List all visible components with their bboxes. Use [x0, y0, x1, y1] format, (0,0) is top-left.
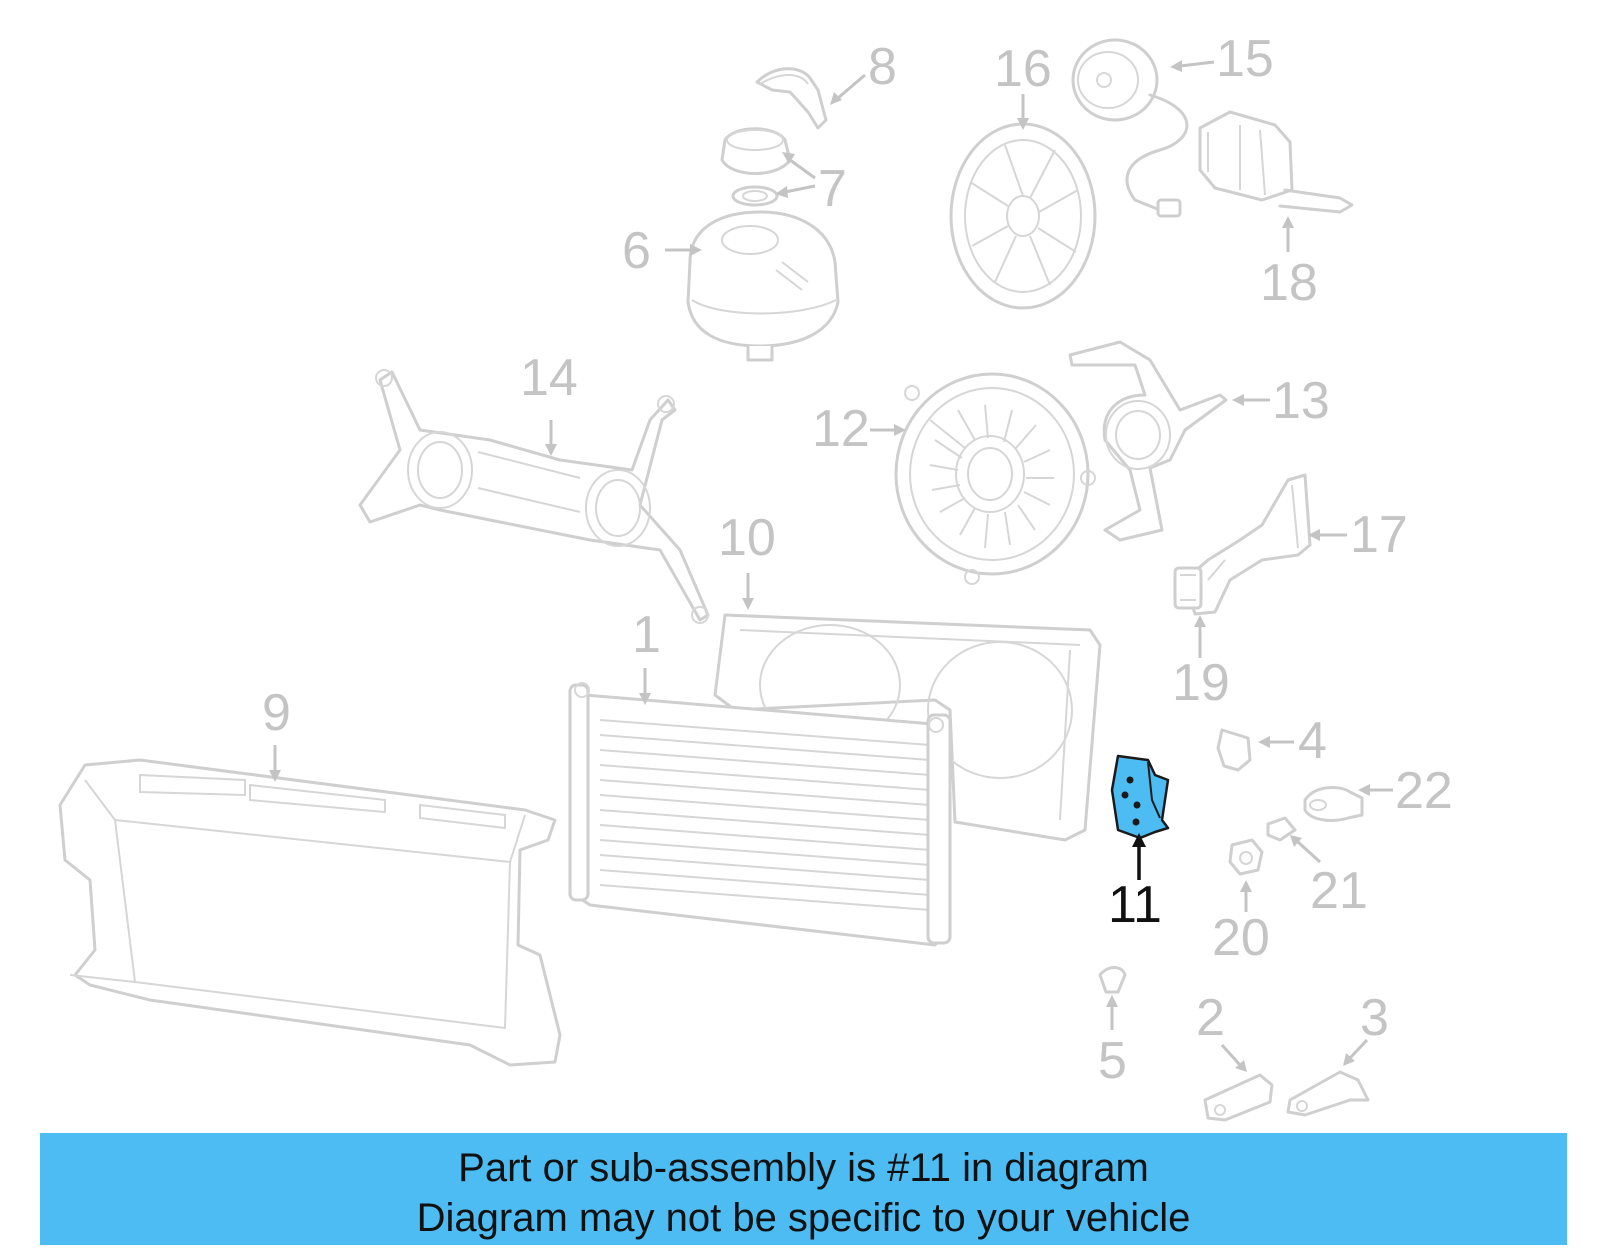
part-15-motor [1071, 38, 1189, 218]
callout-2: 2 [1196, 989, 1225, 1047]
banner-line-part-number: Part or sub-assembly is #11 in diagram [458, 1146, 1149, 1190]
callout-4: 4 [1298, 712, 1327, 770]
part-14-shroud-frame [358, 369, 710, 624]
part-3-bracket [1286, 1070, 1370, 1117]
banner-line-disclaimer: Diagram may not be specific to your vehi… [416, 1196, 1191, 1240]
part-22-connector [1303, 786, 1364, 822]
part-2-bracket [1203, 1073, 1274, 1122]
part-16-fan [949, 122, 1097, 310]
part-20-sensor [1228, 838, 1264, 876]
callout-5: 5 [1098, 1032, 1127, 1090]
callout-20: 20 [1212, 909, 1270, 967]
part-9-front-carrier [58, 758, 562, 1067]
callout-18: 18 [1260, 254, 1318, 312]
callout-16: 16 [994, 40, 1052, 98]
callout-21: 21 [1310, 862, 1368, 920]
part-19-connector [1173, 566, 1203, 610]
part-8-bracket [755, 67, 828, 130]
callout-8: 8 [868, 38, 897, 96]
part-6-expansion-tank [686, 210, 840, 362]
callout-11-highlighted: 11 [1108, 876, 1162, 934]
info-banner: Part or sub-assembly is #11 in diagram D… [40, 1133, 1567, 1245]
callout-6: 6 [622, 222, 651, 280]
callout-1: 1 [632, 606, 661, 664]
part-21-plug [1266, 816, 1297, 842]
callout-22: 22 [1395, 762, 1453, 820]
callout-10: 10 [718, 509, 776, 567]
callout-17: 17 [1350, 506, 1408, 564]
callout-13: 13 [1272, 372, 1330, 430]
part-13-motor-bracket [1068, 340, 1228, 542]
part-4-clip [1216, 728, 1252, 772]
part-1-radiator [568, 682, 952, 947]
callout-19: 19 [1172, 654, 1230, 712]
callout-12: 12 [812, 400, 870, 458]
part-17-bracket [1183, 473, 1312, 616]
callout-labels: 8 7 6 16 15 18 14 12 13 17 19 10 1 9 4 2… [262, 30, 1453, 1090]
part-5-clip [1098, 966, 1127, 994]
part-12-fan-assembly [894, 372, 1096, 585]
callout-3: 3 [1360, 989, 1389, 1047]
callout-leaders [269, 60, 1393, 1072]
callout-7: 7 [818, 160, 847, 218]
callout-14: 14 [520, 349, 578, 407]
part-18-control-unit [1198, 110, 1354, 214]
callout-15: 15 [1216, 30, 1274, 88]
callout-9: 9 [262, 684, 291, 742]
part-11-highlighted-bracket [1110, 754, 1170, 840]
